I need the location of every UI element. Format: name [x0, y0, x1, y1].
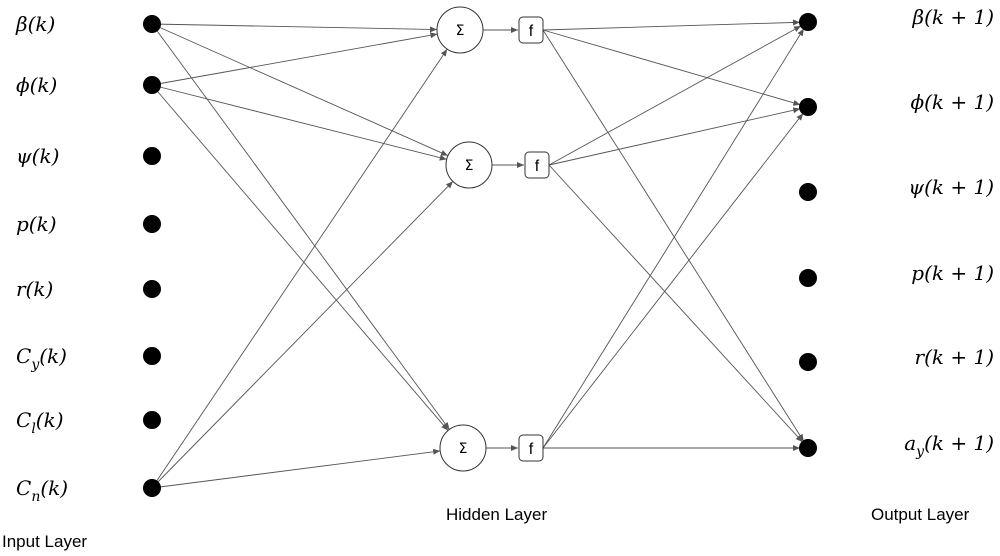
summation-node	[439, 424, 487, 472]
output-labels: β(k + 1) ϕ(k + 1) ψ(k + 1) p(k + 1) r(k + 1)…	[904, 5, 994, 460]
activation-label: f	[535, 158, 540, 175]
edge-hidden-2-to-output-1	[542, 113, 804, 449]
output-label: p(k + 1)	[911, 261, 994, 285]
edge-hidden-0-to-output-5	[542, 29, 805, 442]
output-node	[799, 13, 817, 31]
output-label: ϕ(k + 1)	[910, 90, 994, 114]
edge-input-7-to-hidden-0	[151, 48, 448, 489]
activation-box	[518, 434, 544, 462]
sigma-icon: Σ	[465, 158, 474, 174]
edge-input-1-to-hidden-1	[151, 84, 447, 161]
edge-input-0-to-hidden-2	[151, 23, 450, 430]
activation-label: f	[529, 23, 534, 40]
output-node	[799, 183, 817, 201]
edge-hidden-2-to-output-0	[542, 28, 805, 449]
edge-hidden-1-to-output-5	[548, 164, 803, 443]
input-layer-label: Input Layer	[2, 532, 87, 551]
activation-box	[518, 16, 544, 44]
summation-node	[445, 141, 493, 189]
output-layer-label: Output Layer	[871, 505, 970, 524]
edge-hidden-0-to-output-0	[542, 19, 801, 31]
output-node	[799, 98, 817, 116]
sigma-icon: Σ	[456, 23, 465, 39]
hidden-layer-label: Hidden Layer	[446, 505, 547, 524]
input-node	[143, 347, 161, 365]
output-label: ψ(k + 1)	[908, 175, 994, 199]
edge-hidden-1-to-output-1	[548, 107, 801, 166]
output-label: ay(k + 1)	[904, 431, 994, 460]
input-node	[143, 15, 161, 33]
activation-box	[524, 151, 550, 179]
connection-edges	[151, 19, 805, 489]
sigma-icon: Σ	[459, 441, 468, 457]
input-node	[143, 215, 161, 233]
input-label: ϕ(k)	[16, 73, 57, 97]
output-nodes	[799, 13, 817, 457]
input-label: Cl(k)	[16, 408, 64, 437]
activation-label: f	[529, 441, 534, 458]
edge-input-0-to-hidden-1	[151, 23, 449, 157]
edge-input-1-to-hidden-0	[151, 32, 438, 86]
edge-input-1-to-hidden-2	[151, 84, 449, 431]
output-node	[799, 439, 817, 457]
input-label: β(k)	[15, 12, 55, 36]
edge-input-7-to-hidden-2	[151, 448, 441, 489]
edge-input-7-to-hidden-1	[151, 181, 454, 489]
output-label: r(k + 1)	[915, 345, 994, 369]
output-node	[799, 269, 817, 287]
input-label: Cy(k)	[16, 344, 67, 373]
input-node	[143, 76, 161, 94]
edge-hidden-0-to-output-1	[542, 29, 801, 106]
input-node	[143, 280, 161, 298]
input-nodes	[143, 15, 161, 497]
input-labels: β(k) ϕ(k) ψ(k) p(k) r(k) Cy(k) Cl(k) Cn(k)	[15, 12, 68, 505]
input-label: Cn(k)	[16, 476, 68, 505]
input-label: ψ(k)	[16, 144, 59, 168]
output-label: β(k + 1)	[912, 5, 994, 29]
edge-hidden-1-to-output-0	[548, 25, 802, 166]
input-label: r(k)	[16, 277, 53, 301]
input-label: p(k)	[16, 212, 57, 236]
input-node	[143, 411, 161, 429]
output-node	[799, 353, 817, 371]
edge-input-0-to-hidden-0	[151, 23, 438, 33]
summation-node	[436, 6, 484, 54]
input-node	[143, 479, 161, 497]
input-node	[143, 147, 161, 165]
